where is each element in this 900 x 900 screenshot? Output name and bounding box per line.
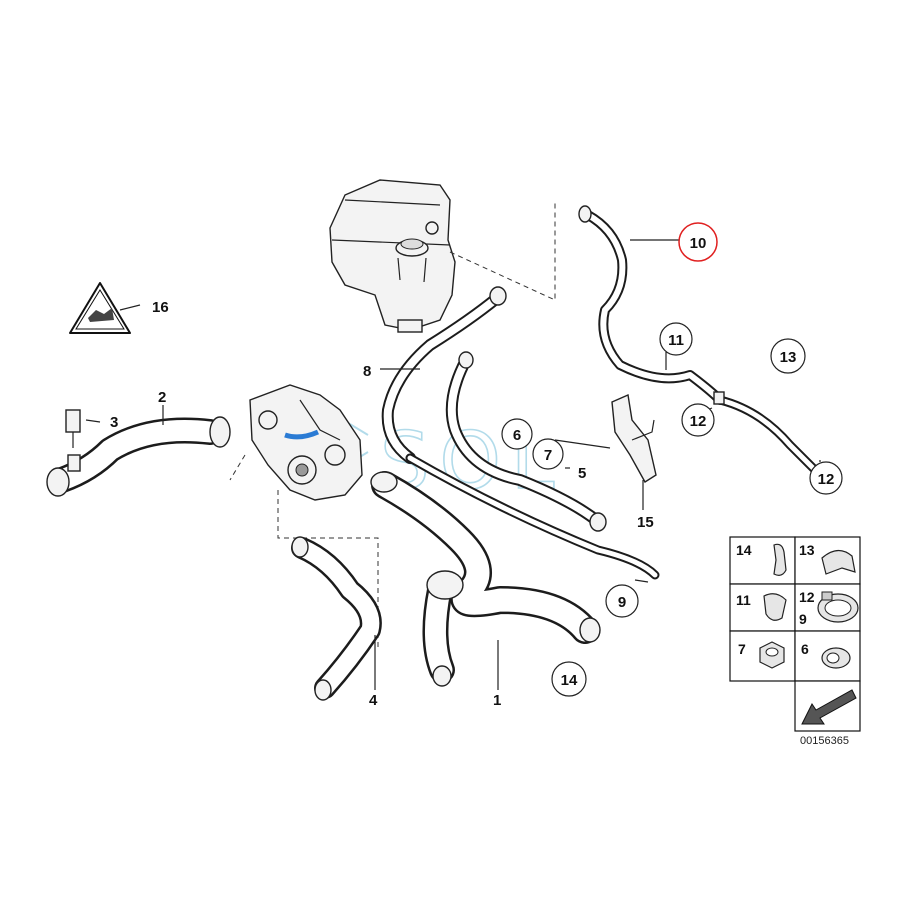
callout-2: 2 [158,389,166,406]
grid-label-14: 14 [736,542,752,558]
bracket-15 [611,393,657,483]
parts-grid: 14 13 11 12 9 7 6 [729,536,861,732]
svg-text:14: 14 [561,672,578,689]
callout-5: 5 [578,465,586,482]
callout-11: 11 [659,322,693,356]
water-pump [249,384,363,501]
expansion-tank [329,179,456,333]
callout-10: 10 [678,222,718,262]
direction-arrow-icon [801,689,857,725]
dashed-ref-tank-to-10 [449,200,556,301]
hose-9 [405,453,660,580]
hose-5 [445,351,607,532]
callout-14: 14 [551,661,587,697]
svg-text:13: 13 [780,349,797,366]
warning-triangle-icon [69,282,131,334]
callout-12-a: 12 [681,403,715,437]
callout-1: 1 [493,692,501,709]
callout-12-b: 12 [809,461,843,495]
clip-14-icon [773,543,787,576]
drawing-number: 00156365 [800,735,849,747]
grid-label-9: 9 [799,611,807,627]
grid-label-13: 13 [799,542,815,558]
sensor-3 [65,409,81,448]
hose-10 [578,205,820,475]
clip-11-icon [763,593,787,621]
svg-text:12: 12 [690,413,707,430]
callout-6: 6 [501,418,533,450]
hose-2 [46,416,231,497]
clip-13-icon [821,549,856,575]
svg-text:11: 11 [668,332,684,349]
dashed-ref-pump [229,454,246,481]
callout-8: 8 [363,363,371,380]
grommet-6-icon [821,647,851,669]
callout-9: 9 [605,584,639,618]
grid-label-12: 12 [799,589,815,605]
grid-label-6: 6 [801,641,809,657]
callout-4: 4 [369,692,378,709]
callout-7: 7 [532,438,564,470]
svg-text:7: 7 [544,447,552,464]
callout-3: 3 [110,414,118,431]
callout-15: 15 [637,514,654,531]
grid-label-11: 11 [736,592,751,608]
svg-text:12: 12 [818,471,835,488]
svg-text:10: 10 [690,235,707,252]
hose-clamp-icon [817,591,859,623]
nut-7-icon [759,641,785,669]
grid-label-7: 7 [738,641,746,657]
callout-13: 13 [770,338,806,374]
callout-16: 16 [152,299,169,316]
hose-1 [370,471,601,687]
svg-text:6: 6 [513,427,521,444]
svg-text:9: 9 [618,594,626,611]
hose-4 [291,536,382,701]
